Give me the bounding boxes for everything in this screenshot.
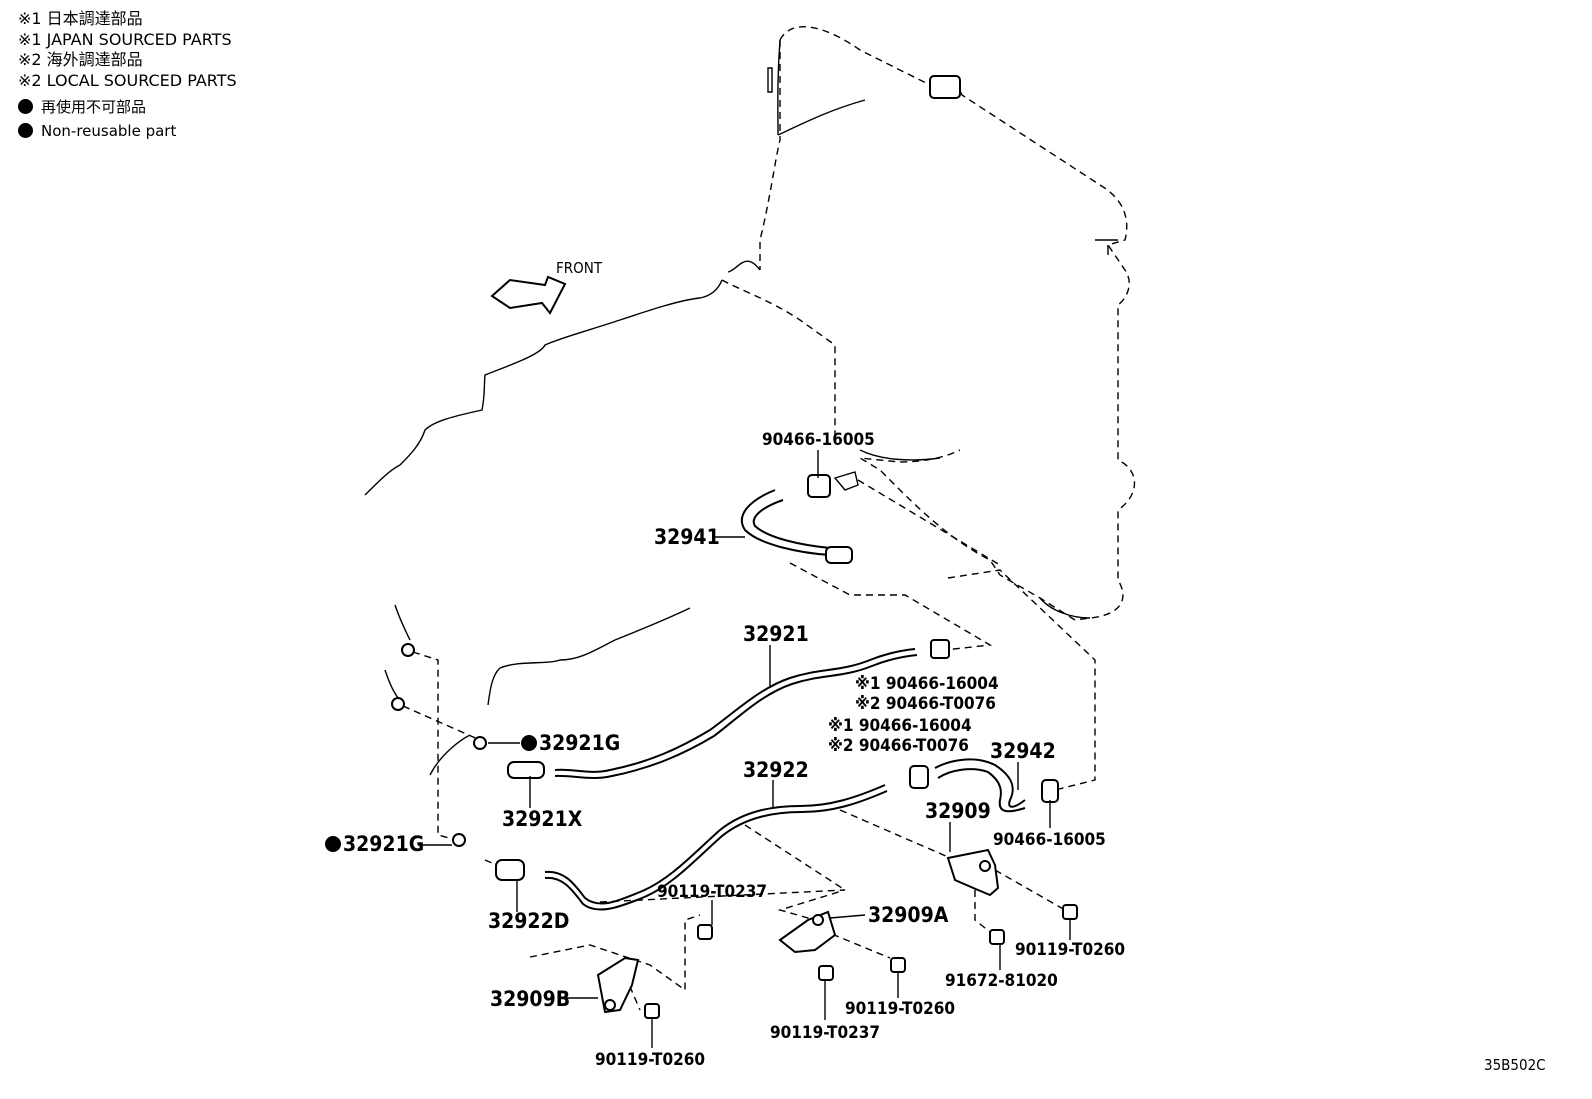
legend-nonreusable-en-text: Non-reusable part: [41, 122, 177, 140]
label-32942: 32942: [990, 739, 1056, 763]
bracket-32909A: [778, 910, 837, 954]
diagram-code: 35B502C: [1484, 1056, 1546, 1074]
label-32921X: 32921X: [502, 807, 583, 831]
label-90466-16004-a: ※1 90466-16004: [855, 674, 999, 694]
label-32922: 32922: [743, 758, 809, 782]
legend: ※1 日本調達部品 ※1 JAPAN SOURCED PARTS ※2 海外調達…: [18, 9, 237, 143]
bracket-32909B: [596, 956, 640, 1014]
label-90119-T0260-c: 90119-T0260: [595, 1050, 705, 1070]
legend-nonreusable-jp-text: 再使用不可部品: [41, 98, 147, 116]
label-90466-16005-bottom: 90466-16005: [993, 830, 1106, 850]
legend-note1-jp: ※1 日本調達部品: [18, 9, 143, 28]
radiator-outline: [727, 26, 1135, 621]
hose-32941: [740, 471, 859, 564]
label-32921G-a: 32921G: [539, 731, 620, 755]
label-90466-T0076-a: ※2 90466-T0076: [855, 694, 996, 714]
bracket-32909: [946, 848, 1000, 897]
label-90119-T0237-a: 90119-T0237: [657, 882, 767, 902]
label-90119-T0260-a: 90119-T0260: [1015, 940, 1125, 960]
front-arrow-icon: [490, 275, 567, 315]
label-90119-T0260-b: 90119-T0260: [845, 999, 955, 1019]
label-32909: 32909: [925, 799, 991, 823]
bolts: [644, 904, 1078, 1019]
leader-lines: [418, 450, 1071, 1048]
legend-note1-en: ※1 JAPAN SOURCED PARTS: [18, 29, 232, 49]
label-32909B: 32909B: [490, 987, 570, 1011]
label-32909A: 32909A: [868, 903, 949, 927]
non-reusable-dot-icon: [521, 735, 537, 751]
non-reusable-dot-icon: [18, 123, 33, 138]
label-32921: 32921: [743, 622, 809, 646]
label-90466-T0076-b: ※2 90466-T0076: [828, 736, 969, 756]
front-label: FRONT: [556, 259, 603, 277]
label-32922D: 32922D: [488, 909, 569, 933]
reference-lines: [402, 479, 1096, 1011]
legend-note2-jp: ※2 海外調達部品: [18, 50, 143, 69]
label-90466-16005-top: 90466-16005: [762, 430, 875, 450]
engine-outline: [364, 279, 941, 496]
legend-nonreusable-en: Non-reusable part: [18, 119, 237, 143]
non-reusable-dot-icon: [325, 836, 341, 852]
transmission-outline: [384, 604, 691, 776]
label-90466-16004-b: ※1 90466-16004: [828, 716, 972, 736]
legend-nonreusable-jp: 再使用不可部品: [18, 95, 237, 119]
label-32941: 32941: [654, 525, 720, 549]
pipe-32921: [473, 639, 950, 779]
pipe-32922: [452, 784, 888, 911]
non-reusable-dot-icon: [18, 99, 33, 114]
label-90119-T0237-b: 90119-T0237: [770, 1023, 880, 1043]
label-91672-81020: 91672-81020: [945, 971, 1058, 991]
label-32921G-b: 32921G: [343, 832, 424, 856]
hose-32942: [909, 758, 1059, 813]
legend-note2-en: ※2 LOCAL SOURCED PARTS: [18, 70, 237, 90]
